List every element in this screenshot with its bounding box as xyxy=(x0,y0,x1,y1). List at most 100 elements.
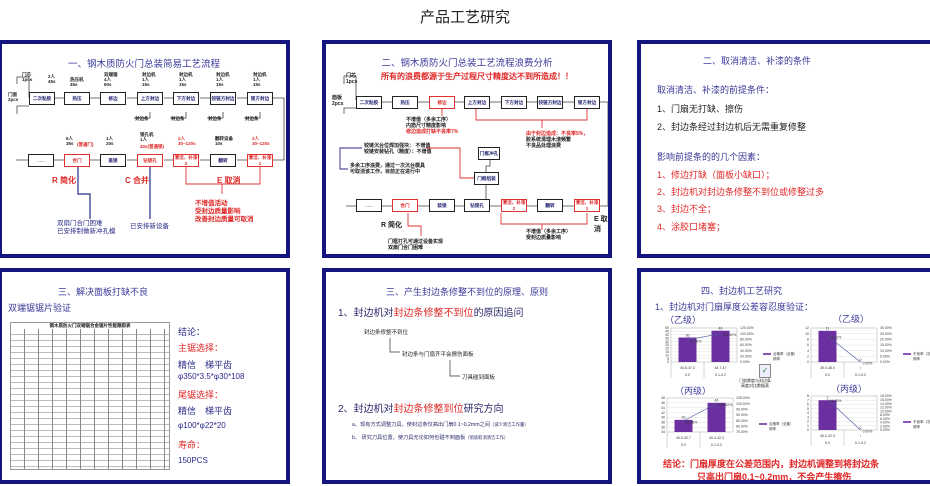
chart-title: （丙级） xyxy=(831,384,868,394)
step-note: 双端锯 4人 60s xyxy=(104,72,118,88)
category-label: 40.0-42.7 xyxy=(676,436,691,440)
y2-tick-label: 0.00% xyxy=(880,360,890,364)
group-label: 0.0 xyxy=(681,443,686,447)
frame-assembly-box: 门框组装 xyxy=(474,172,499,185)
y-tick-label: 3 xyxy=(807,415,809,419)
y2-tick-label: 120.00% xyxy=(740,326,754,330)
y-tick-label: 4 xyxy=(807,349,809,353)
y-tick-label: 0 xyxy=(667,360,669,364)
combine-label: C 合并 xyxy=(125,176,149,185)
y-tick-label: 44 xyxy=(661,406,665,410)
step-box: 修边 xyxy=(100,92,126,105)
y-tick-label: 46 xyxy=(661,401,665,405)
slide-trimming-principle: 三、产生封边条修整不到位的原理、原则 1、封边机对封边条修整不到位的原因追问 封… xyxy=(322,268,612,484)
hinge-note: 铰链沉台位焊加强块： 不增值 铰链安装钻孔（精度）：不增值 xyxy=(364,143,432,155)
group-label: 0.1-0.2 xyxy=(711,443,722,447)
conclusion-line: 结论： xyxy=(178,327,206,337)
step-box: 合门 xyxy=(64,154,90,167)
line-series xyxy=(827,399,861,431)
bar xyxy=(818,400,837,430)
step-box: 修边 xyxy=(429,96,455,109)
line-series xyxy=(827,335,861,363)
y-tick-label: 36 xyxy=(661,425,665,429)
bar xyxy=(711,330,730,362)
trim-defect-note: 修边造成打缺不良率7% xyxy=(406,129,459,135)
y2-tick-label: 12.00% xyxy=(880,406,892,410)
y2-tick-label: 0.00% xyxy=(740,360,750,364)
step-box: 上方封边 xyxy=(137,92,163,105)
conclusion-line: 结论：门扇厚度在公差范围内，封边机调整到将封边条 xyxy=(663,459,880,469)
step-note: 翻转设备 10s xyxy=(215,136,233,147)
y2-tick-label: 10.00% xyxy=(880,349,892,353)
y2-tick-label: 100.00% xyxy=(736,402,750,406)
step-box: 热压 xyxy=(392,96,418,109)
direction-item-a: a、现有方式调整刀具，使封边条仅高出门扇0.1~0.2mm之间（减少清洁工作量） xyxy=(352,421,529,428)
category-label: / xyxy=(860,366,861,370)
bar-value-label: 0 xyxy=(860,358,862,362)
line-value-label: 22.91% xyxy=(830,336,842,340)
bar-value-label: 46 xyxy=(719,327,723,331)
legend-label: 不良率（次合格） xyxy=(913,351,930,356)
condition-item: 2、封边条经过封边机后无需重复修整 xyxy=(657,122,807,132)
y2-tick-label: 10.00% xyxy=(880,409,892,413)
y2-tick-label: 75.00% xyxy=(736,430,748,434)
trim-note: 不增值（多余工序） 内筋尺寸精度影响 xyxy=(406,117,452,129)
direction-note: （减少清洁工作量） xyxy=(489,422,529,427)
step-note: 锁孔机 1人 xyxy=(140,132,154,143)
step-box: ...... xyxy=(356,199,382,212)
y-tick-label: 34 xyxy=(661,430,665,434)
direction-text: b、 研究刀具位置，使刀具无论如何也碰不到面板 xyxy=(352,435,466,441)
conclusion-line: 精信 梯平齿 xyxy=(178,360,233,370)
cause-tree-lines xyxy=(389,338,460,377)
y-tick-label: 30 xyxy=(665,340,669,344)
eliminate-notes: 不增值活动 受封边质量影响 改善封边质量可取消 xyxy=(195,200,254,224)
y2-tick-label: 15.00% xyxy=(880,343,892,347)
conclusion-line: φ350*3.5*φ30*108 xyxy=(178,372,245,381)
chart-grade-b-pass: 051015202530354045500.00%20.00%40.00%60.… xyxy=(665,326,798,378)
y2-tick-label: 0.00% xyxy=(880,428,890,432)
step-box: 翻转 xyxy=(210,154,236,167)
line-value-label: 84.78% xyxy=(686,420,698,424)
step-box: 清洁、补漆2 xyxy=(501,199,527,212)
y2-tick-label: 18.00% xyxy=(880,394,892,398)
input-door-core: 门芯 1pcs xyxy=(346,73,358,85)
legend-label: 合格率（全集） xyxy=(769,421,794,426)
flow-arrows xyxy=(16,76,285,219)
y-tick-label: 6 xyxy=(807,343,809,347)
factors-heading: 影响前提条的的几个因素： xyxy=(657,152,766,162)
y2-tick-label: 30.00% xyxy=(880,326,892,330)
y2-tick-label: 20.00% xyxy=(880,338,892,342)
bar xyxy=(678,337,697,362)
step-box: 钻锁孔 xyxy=(137,154,163,167)
slide-title: 三、产生封边条修整不到位的原理、原则 xyxy=(386,287,549,297)
y2-tick-label: 85.00% xyxy=(736,419,748,423)
saw-blade-table: 钢木质防火门双端锯合金锯片性能跟踪表 xyxy=(10,322,170,470)
y-tick-label: 38 xyxy=(661,420,665,424)
strip-label: 封边条 xyxy=(208,116,222,121)
y-tick-label: 48 xyxy=(661,396,665,400)
conclusion-line: 只高出门扇0.1~0.2mm，不会产生擦伤 xyxy=(697,472,852,482)
line-value-label: 100.00% xyxy=(719,403,733,407)
slide-title: 一、钢木质防火门总装简易工艺流程 xyxy=(67,59,220,70)
y2-tick-label: 25.00% xyxy=(880,332,892,336)
y-tick-label: 4 xyxy=(807,411,809,415)
file-caption[interactable]: 门扇厚度与封边条 高度对比数据表 xyxy=(739,378,771,388)
step-note: 2人 30~120s xyxy=(252,136,270,147)
input-door-face: 门面 2pcs xyxy=(8,92,19,103)
conclusion-line: 150PCS xyxy=(178,456,208,465)
conclusion-line: φ100*φ22*20 xyxy=(178,421,226,430)
y-tick-label: 8 xyxy=(807,338,809,342)
group-label: 0.1-0.2 xyxy=(715,373,726,377)
category-label: / xyxy=(860,434,861,438)
seal-note: 由于封边造成：不良率5%， xyxy=(526,131,589,137)
table-grid xyxy=(11,329,169,469)
bar-value-label: 0 xyxy=(860,426,862,430)
chart-title: （乙级） xyxy=(665,315,702,325)
bar-value-label: 7 xyxy=(827,396,829,400)
spreadsheet-file-icon[interactable]: ✓ xyxy=(759,364,771,378)
condition-item: 1、门扇无打缺、擦伤 xyxy=(657,104,744,114)
step-box: 铰链方封边 xyxy=(210,92,236,105)
group-label: 0.1-0.2 xyxy=(855,373,866,377)
y-tick-label: 42 xyxy=(661,411,665,415)
document-title: 产品工艺研究 xyxy=(419,9,510,26)
